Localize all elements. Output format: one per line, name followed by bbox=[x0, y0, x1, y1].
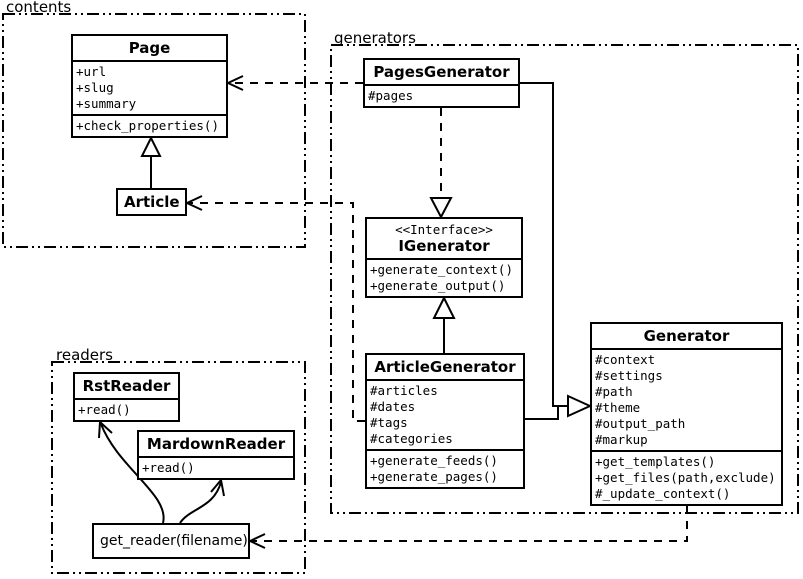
attribute-row: #settings bbox=[595, 368, 663, 383]
edge-pagesgenerator-to-generator bbox=[520, 82, 568, 407]
attribute-row: #markup bbox=[595, 432, 648, 447]
package-border-generators bbox=[330, 44, 799, 514]
class-igenerator-name: IGenerator bbox=[398, 237, 490, 255]
edge-article-to-page bbox=[140, 135, 162, 188]
class-generator-name: Generator bbox=[643, 327, 730, 345]
class-article-name: Article bbox=[124, 193, 180, 211]
edge-pagesgenerator-to-igenerator bbox=[429, 108, 453, 220]
class-page-name: Page bbox=[128, 39, 171, 57]
class-articlegenerator-methods: +generate_feeds() +generate_pages() bbox=[367, 449, 523, 487]
method-row: +generate_feeds() bbox=[370, 453, 498, 468]
class-articlegenerator-attributes: #articles #dates #tags #categories bbox=[367, 379, 523, 449]
package-border-readers bbox=[51, 361, 306, 574]
class-generator-attributes: #context #settings #path #theme #output_… bbox=[592, 348, 781, 450]
class-igenerator-methods: +generate_context() +generate_output() bbox=[367, 258, 521, 296]
edge-pagesgenerator-to-page bbox=[225, 75, 363, 91]
class-igenerator-stereotype: <<Interface>> bbox=[395, 222, 493, 237]
attribute-row: #path bbox=[595, 384, 633, 399]
function-get-reader-label: get_reader(filename) bbox=[100, 533, 248, 549]
method-row: +generate_output() bbox=[370, 278, 506, 293]
method-row: +get_templates() bbox=[595, 454, 716, 469]
class-igenerator-title: <<Interface>> IGenerator bbox=[367, 219, 521, 258]
package-label-contents: contents bbox=[6, 0, 72, 16]
edge-articlegenerator-to-article bbox=[184, 195, 365, 422]
package-border-contents bbox=[2, 13, 306, 248]
attribute-row: #output_path bbox=[595, 416, 686, 431]
class-rstreader-methods: +read() bbox=[75, 398, 178, 420]
method-row: +check_properties() bbox=[76, 118, 219, 133]
class-igenerator: <<Interface>> IGenerator +generate_conte… bbox=[365, 217, 523, 298]
edge-generator-to-getreader bbox=[247, 506, 688, 549]
class-mardownreader: MardownReader +read() bbox=[137, 430, 295, 480]
attribute-row: #pages bbox=[368, 88, 414, 103]
class-pagesgenerator: PagesGenerator #pages bbox=[363, 58, 520, 108]
class-generator: Generator #context #settings #path #them… bbox=[590, 322, 783, 506]
function-get-reader: get_reader(filename) bbox=[92, 523, 250, 559]
class-rstreader: RstReader +read() bbox=[73, 372, 180, 422]
attribute-row: #context bbox=[595, 352, 656, 367]
package-label-generators: generators bbox=[334, 29, 416, 47]
method-row: +read() bbox=[78, 402, 131, 417]
package-label-readers: readers bbox=[56, 346, 113, 364]
class-articlegenerator-name: ArticleGenerator bbox=[374, 358, 516, 376]
class-mardownreader-name: MardownReader bbox=[146, 435, 286, 453]
attribute-row: #articles bbox=[370, 383, 438, 398]
method-row: +get_files(path,exclude) bbox=[595, 470, 776, 485]
method-row: +read() bbox=[142, 460, 195, 475]
class-article: Article bbox=[116, 188, 187, 216]
attribute-row: +url bbox=[76, 64, 107, 79]
class-rstreader-name: RstReader bbox=[82, 377, 171, 395]
class-articlegenerator: ArticleGenerator #articles #dates #tags … bbox=[365, 353, 525, 489]
attribute-row: #categories bbox=[370, 431, 453, 446]
attribute-row: #theme bbox=[595, 400, 641, 415]
method-row: #_update_context() bbox=[595, 486, 731, 501]
method-row: +generate_context() bbox=[370, 262, 513, 277]
edge-articlegenerator-to-generator bbox=[525, 394, 593, 420]
attribute-row: #dates bbox=[370, 399, 416, 414]
class-pagesgenerator-name: PagesGenerator bbox=[373, 63, 510, 81]
edge-articlegenerator-to-igenerator bbox=[432, 295, 456, 353]
class-page-methods: +check_properties() bbox=[73, 114, 226, 136]
attribute-row: #tags bbox=[370, 415, 408, 430]
class-page-attributes: +url +slug +summary bbox=[73, 60, 226, 114]
attribute-row: +slug bbox=[76, 80, 114, 95]
class-mardownreader-methods: +read() bbox=[139, 456, 293, 478]
attribute-row: +summary bbox=[76, 96, 137, 111]
edge-getreader-to-mardownreader bbox=[179, 477, 225, 524]
class-page: Page +url +slug +summary +check_properti… bbox=[71, 34, 228, 138]
class-generator-methods: +get_templates() +get_files(path,exclude… bbox=[592, 450, 781, 504]
method-row: +generate_pages() bbox=[370, 469, 498, 484]
class-pagesgenerator-attributes: #pages bbox=[365, 84, 518, 106]
